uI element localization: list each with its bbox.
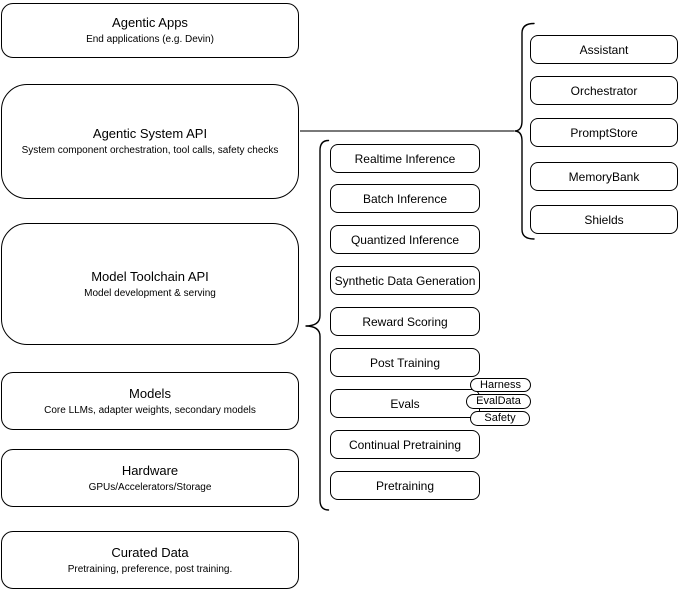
box-assistant: Assistant <box>530 35 678 64</box>
toolchain-group-brace <box>305 139 330 511</box>
agentic-apps-title: Agentic Apps <box>112 15 188 30</box>
system-group-brace <box>514 22 535 240</box>
pill-harness: Harness <box>470 378 531 392</box>
box-synthetic-data-generation: Synthetic Data Generation <box>330 266 480 295</box>
agentic-apps-subtitle: End applications (e.g. Devin) <box>86 34 214 45</box>
models-subtitle: Core LLMs, adapter weights, secondary mo… <box>44 404 256 416</box>
box-orchestrator: Orchestrator <box>530 76 678 105</box>
models-title: Models <box>129 385 171 401</box>
hardware-subtitle: GPUs/Accelerators/Storage <box>88 481 212 493</box>
agentic-system-api-title: Agentic System API <box>92 126 208 141</box>
box-curated-data: Curated Data Pretraining, preference, po… <box>1 531 299 589</box>
curated-data-title: Curated Data <box>111 544 189 560</box>
box-agentic-apps: Agentic Apps End applications (e.g. Devi… <box>1 3 299 58</box>
box-models: Models Core LLMs, adapter weights, secon… <box>1 372 299 430</box>
box-batch-inference: Batch Inference <box>330 184 480 213</box>
box-evals: Evals <box>330 389 480 418</box>
box-shields: Shields <box>530 205 678 234</box>
hardware-title: Hardware <box>121 462 179 478</box>
box-agentic-system-api: Agentic System API System component orch… <box>1 84 299 199</box>
box-memorybank: MemoryBank <box>530 162 678 191</box>
model-toolchain-api-subtitle: Model development & serving <box>84 287 216 299</box>
box-realtime-inference: Realtime Inference <box>330 144 480 173</box>
agentic-system-api-subtitle: System component orchestration, tool cal… <box>21 145 279 156</box>
box-reward-scoring: Reward Scoring <box>330 307 480 336</box>
box-quantized-inference: Quantized Inference <box>330 225 480 254</box>
pill-safety: Safety <box>470 411 530 426</box>
pill-evaldata: EvalData <box>466 394 531 409</box>
box-continual-pretraining: Continual Pretraining <box>330 430 480 459</box>
curated-data-subtitle: Pretraining, preference, post training. <box>67 563 233 575</box>
box-post-training: Post Training <box>330 348 480 377</box>
box-promptstore: PromptStore <box>530 118 678 147</box>
box-hardware: Hardware GPUs/Accelerators/Storage <box>1 449 299 507</box>
model-toolchain-api-title: Model Toolchain API <box>91 268 209 284</box>
box-pretraining: Pretraining <box>330 471 480 500</box>
box-model-toolchain-api: Model Toolchain API Model development & … <box>1 223 299 345</box>
